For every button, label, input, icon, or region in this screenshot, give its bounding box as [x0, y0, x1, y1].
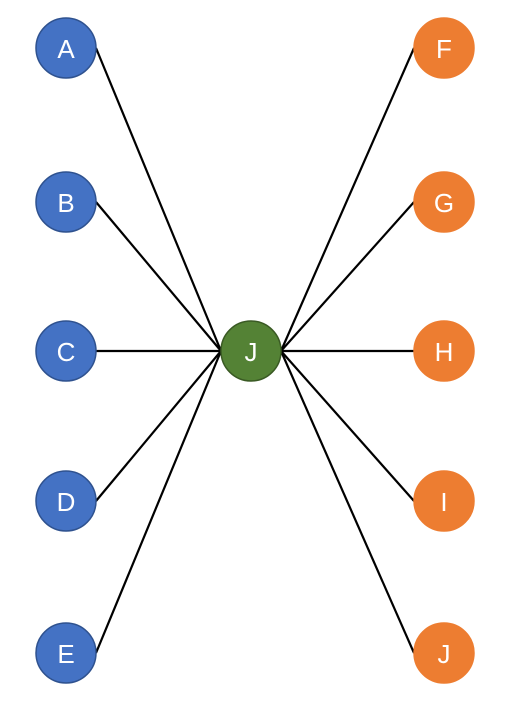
right-node-circle: [413, 171, 475, 233]
edge-j-f: [279, 47, 416, 352]
hub-node-circle: [220, 320, 282, 382]
edge-b-j: [95, 201, 222, 352]
node-label: A: [57, 34, 75, 64]
left-node-circle: [35, 320, 97, 382]
node-h: H: [413, 320, 475, 382]
edge-e-j: [94, 350, 223, 654]
node-label: E: [57, 639, 74, 669]
node-i: I: [413, 470, 475, 532]
node-label: H: [435, 337, 454, 367]
node-c: C: [35, 320, 97, 382]
right-node-circle: [413, 622, 475, 684]
right-node-circle: [413, 17, 475, 79]
right-node-circle: [413, 470, 475, 532]
node-j2: J: [413, 622, 475, 684]
edge-j-j2: [279, 350, 416, 654]
nodes-layer: A B C D E F G H I J J: [35, 17, 475, 684]
left-node-circle: [35, 470, 97, 532]
edge-d-j: [95, 350, 222, 502]
edges-layer: [94, 47, 416, 654]
edge-a-j: [94, 47, 223, 352]
edge-j-i: [280, 350, 415, 502]
node-e: E: [35, 622, 97, 684]
node-label: J: [438, 639, 451, 669]
node-j: J: [220, 320, 282, 382]
node-label: F: [436, 34, 452, 64]
edge-j-g: [280, 201, 415, 352]
node-label: D: [57, 487, 76, 517]
node-label: G: [434, 188, 454, 218]
node-label: C: [57, 337, 76, 367]
node-d: D: [35, 470, 97, 532]
node-label: J: [245, 337, 258, 367]
node-b: B: [35, 171, 97, 233]
right-node-circle: [413, 320, 475, 382]
left-node-circle: [35, 622, 97, 684]
node-g: G: [413, 171, 475, 233]
left-node-circle: [35, 17, 97, 79]
node-label: B: [57, 188, 74, 218]
node-f: F: [413, 17, 475, 79]
node-label: I: [440, 487, 447, 517]
node-a: A: [35, 17, 97, 79]
left-node-circle: [35, 171, 97, 233]
